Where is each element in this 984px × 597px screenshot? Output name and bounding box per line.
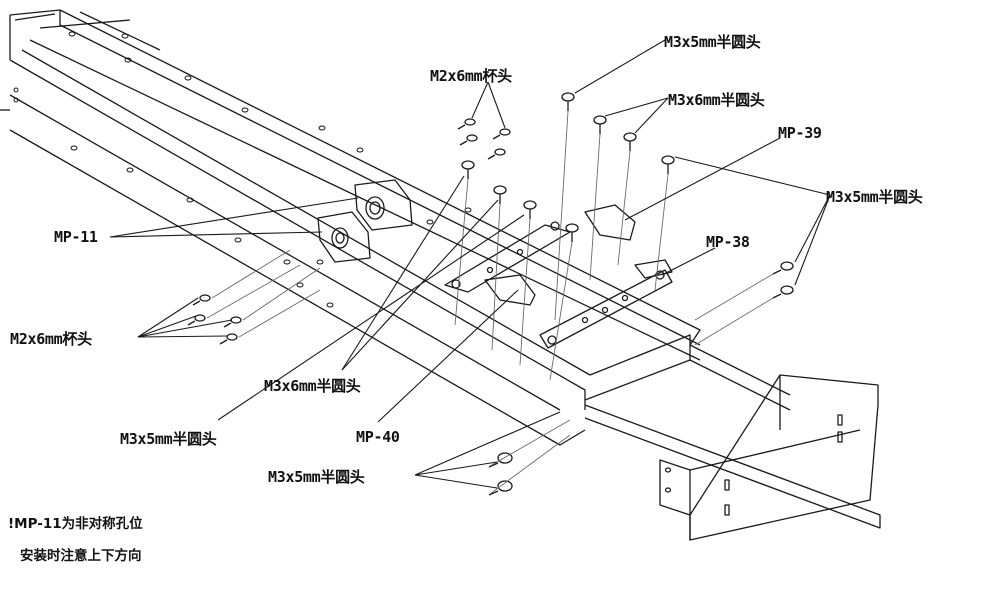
assembly-guide-lines xyxy=(206,110,774,495)
note-asymmetric-holes: !MP-11为非对称孔位 xyxy=(8,516,143,532)
rail-holes xyxy=(13,31,472,308)
label-m2x6-top: M2x6mm杯头 xyxy=(430,67,512,85)
leader-lines xyxy=(109,39,831,489)
label-m3x5-right: M3x5mm半圆头 xyxy=(826,188,923,206)
end-plate xyxy=(659,374,879,541)
label-m2x6-left: M2x6mm杯头 xyxy=(10,330,92,348)
label-mp39: MP-39 xyxy=(778,124,822,142)
center-brackets xyxy=(444,204,673,349)
right-crossbar xyxy=(584,334,881,529)
label-m3x6-mid: M3x6mm半圆头 xyxy=(264,377,361,395)
label-m3x5-mid: M3x5mm半圆头 xyxy=(120,430,217,448)
label-mp11: MP-11 xyxy=(54,228,98,246)
label-m3x6-top: M3x6mm半圆头 xyxy=(668,91,765,109)
label-m3x5-bottom: M3x5mm半圆头 xyxy=(268,468,365,486)
label-mp38: MP-38 xyxy=(706,233,750,251)
mp11-blocks xyxy=(317,179,413,263)
screws xyxy=(187,92,794,496)
label-mp40: MP-40 xyxy=(356,428,400,446)
note-install-orientation: 安装时注意上下方向 xyxy=(20,548,142,564)
label-m3x5-top: M3x5mm半圆头 xyxy=(664,33,761,51)
